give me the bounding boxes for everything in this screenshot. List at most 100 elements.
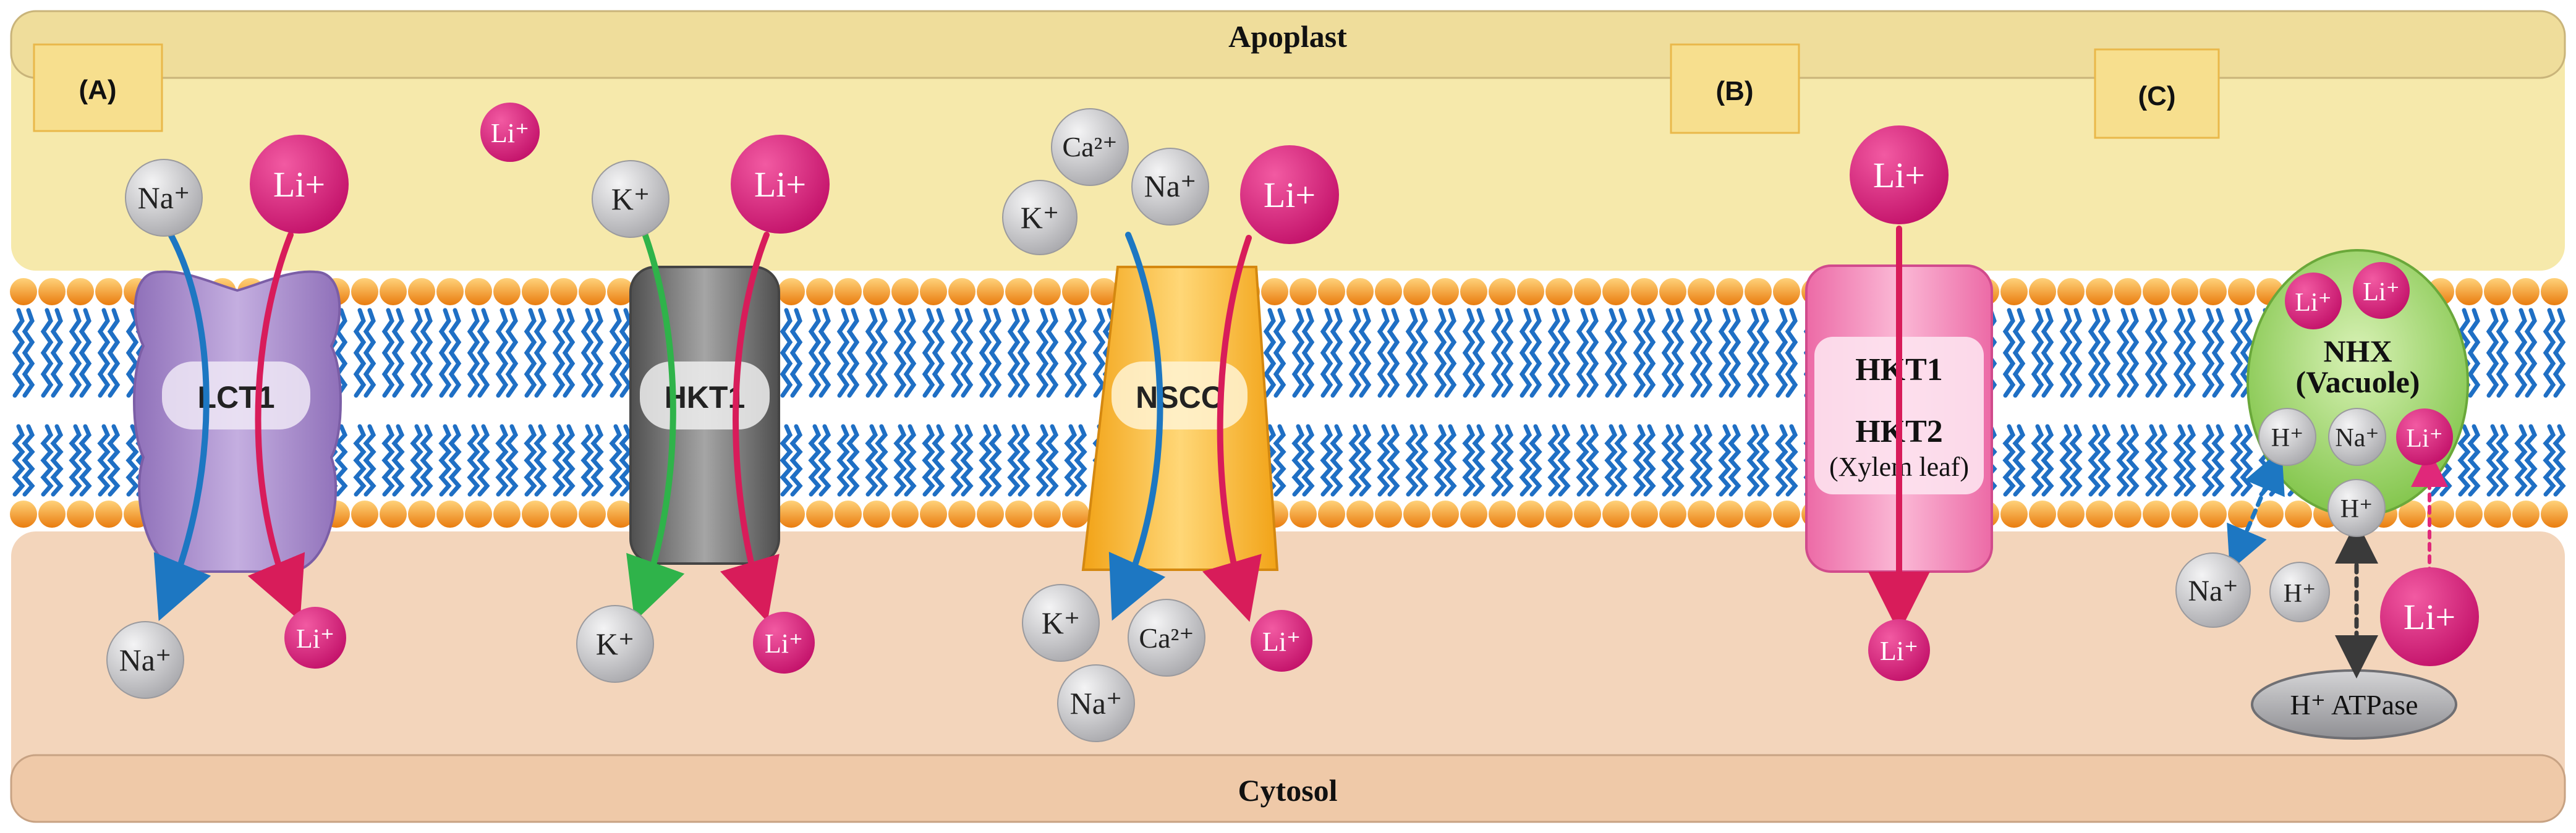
lipid-head <box>1261 278 1288 305</box>
lipid-tail <box>2116 424 2130 497</box>
lipid-tail <box>1045 308 1059 398</box>
panel-label-b: (B) <box>1670 43 1800 134</box>
lipid-tail <box>2486 424 2499 497</box>
lipid-tail <box>533 424 547 497</box>
lipid-tail <box>846 308 860 398</box>
lipid-head <box>2484 278 2511 305</box>
lipid-tail <box>1472 308 1486 398</box>
lipid-tail <box>893 424 907 497</box>
li-ion: Li+ <box>1240 145 1339 244</box>
lipid-head <box>67 278 94 305</box>
hkt1-transporter: HKT1 <box>629 266 780 565</box>
lipid-head <box>10 278 37 305</box>
svg-text:Li+: Li+ <box>1873 155 1925 195</box>
li-ion: Li+ <box>1850 125 1949 224</box>
lipid-tail <box>410 424 423 497</box>
lipid-tail <box>334 308 348 398</box>
h-ion: H⁺ <box>2327 479 2386 537</box>
lipid-tail <box>2496 424 2509 497</box>
lipid-tail <box>420 308 433 398</box>
lipid-tail <box>950 424 964 497</box>
nscc-label: NSCC <box>1136 380 1223 415</box>
lipid-head <box>2171 278 2198 305</box>
svg-text:Ca²⁺: Ca²⁺ <box>1062 131 1117 163</box>
lipid-head <box>2057 501 2085 528</box>
lipid-head <box>2171 501 2198 528</box>
svg-text:(B): (B) <box>1715 76 1753 106</box>
lipid-head <box>1346 278 1374 305</box>
lipid-tail <box>836 308 850 398</box>
lipid-tail <box>1718 308 1732 398</box>
lipid-tail <box>2012 308 2026 398</box>
lipid-tail <box>875 308 888 398</box>
lipid-head <box>351 278 378 305</box>
lipid-head <box>1659 278 1686 305</box>
lipid-head <box>891 278 919 305</box>
lipid-tail <box>1604 308 1618 398</box>
lipid-tail <box>1576 308 1589 398</box>
lipid-tail <box>448 424 462 497</box>
lipid-tail <box>353 308 367 398</box>
lipid-tail <box>1007 308 1021 398</box>
lipid-tail <box>1092 308 1106 398</box>
lipid-head <box>1688 278 1715 305</box>
lipid-tail <box>2145 308 2158 398</box>
lipid-head <box>2143 278 2170 305</box>
lipid-tail <box>1273 424 1286 497</box>
na-ion: Na⁺ <box>106 621 184 699</box>
lipid-tail <box>505 308 519 398</box>
lipid-head <box>778 278 805 305</box>
lipid-tail <box>79 424 92 497</box>
lipid-tail <box>107 424 121 497</box>
lipid-tail <box>1661 424 1675 497</box>
lipid-tail <box>780 424 793 497</box>
na-ion: Na⁺ <box>125 159 203 237</box>
lipid-tail <box>1320 308 1333 398</box>
lipid-tail <box>1633 308 1646 398</box>
lipid-tail <box>2496 308 2509 398</box>
lipid-tail <box>818 308 831 398</box>
lipid-tail <box>2173 308 2187 398</box>
lipid-tail <box>1007 424 1021 497</box>
lipid-head <box>465 501 492 528</box>
lipid-head <box>863 278 890 305</box>
lipid-tail <box>2230 308 2243 398</box>
lipid-tail <box>1273 308 1286 398</box>
lipid-head <box>2200 501 2227 528</box>
lipid-tail <box>580 308 594 398</box>
lipid-tail <box>1756 424 1770 497</box>
lipid-tail <box>438 424 452 497</box>
lipid-tail <box>505 424 519 497</box>
lipid-tail <box>2211 308 2225 398</box>
lipid-tail <box>524 308 537 398</box>
lipid-head <box>1318 501 1345 528</box>
membrane-core <box>11 272 2565 531</box>
na-ion: Na⁺ <box>2175 552 2251 628</box>
lipid-tail <box>1045 424 1059 497</box>
lipid-tail <box>1785 424 1798 497</box>
lipid-tail <box>979 308 992 398</box>
lipid-head <box>550 501 577 528</box>
li-ion: Li⁺ <box>1251 610 1312 672</box>
lipid-head <box>948 501 976 528</box>
lipid-tail <box>960 424 974 497</box>
lipid-tail <box>2524 424 2538 497</box>
lipid-tail <box>2467 424 2481 497</box>
lipid-tail <box>2041 308 2054 398</box>
lipid-tail <box>2088 308 2101 398</box>
lipid-tail <box>2553 308 2566 398</box>
lipid-tail <box>1699 308 1713 398</box>
lipid-head <box>607 501 634 528</box>
svg-text:Li+: Li+ <box>754 164 806 205</box>
lipid-tail <box>2059 424 2073 497</box>
lipid-tail <box>1434 308 1447 398</box>
svg-text:Li⁺: Li⁺ <box>2406 425 2443 453</box>
lipid-head <box>1460 278 1487 305</box>
lipid-tail <box>1462 424 1476 497</box>
svg-text:Li+: Li+ <box>2404 597 2455 637</box>
lipid-tail <box>2173 424 2187 497</box>
li-ion: Li⁺ <box>284 607 346 669</box>
lipid-head <box>1574 278 1601 305</box>
lipid-tail <box>1728 424 1741 497</box>
lipid-tail <box>903 424 917 497</box>
